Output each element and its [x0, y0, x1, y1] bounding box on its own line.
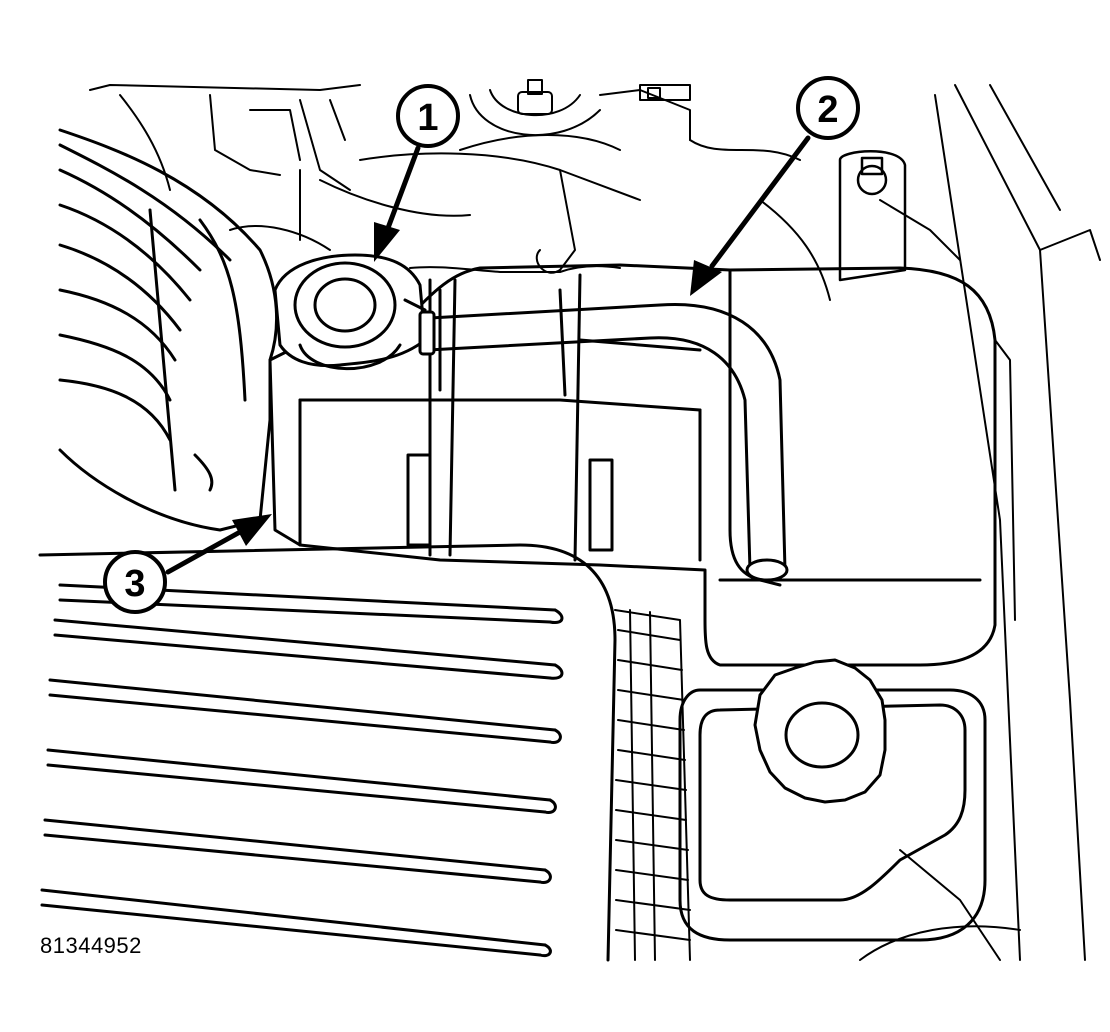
washer-reservoir-cap	[753, 658, 887, 804]
reservoir-mounting-bracket	[838, 150, 907, 282]
callout-2-leader	[709, 135, 811, 269]
callout-arrowheads	[232, 222, 722, 546]
callout-3: 3	[103, 550, 167, 614]
callout-2-arrowhead	[690, 260, 722, 296]
air-cleaner-housing	[38, 543, 617, 962]
callout-leaders	[165, 135, 811, 575]
overflow-hose	[418, 302, 789, 582]
callout-1-arrowhead	[374, 222, 400, 262]
callout-2-number: 2	[817, 89, 838, 131]
callout-3-arrowhead	[232, 514, 272, 546]
reservoir-pressure-cap	[273, 253, 427, 371]
reservoir-top-seam	[409, 265, 621, 273]
callout-3-leader	[165, 529, 243, 575]
callout-3-number: 3	[124, 563, 145, 605]
callout-1: 1	[396, 84, 460, 148]
callout-1-number: 1	[417, 97, 438, 139]
right-side-panel	[859, 339, 1021, 961]
top-mount-bolts	[469, 79, 691, 137]
washer-fluid-reservoir	[678, 688, 987, 942]
radiator-fins	[614, 609, 691, 961]
air-intake-hose	[58, 128, 278, 532]
callout-2: 2	[796, 76, 860, 140]
figure-id: 81344952	[40, 933, 142, 958]
callout-1-leader	[385, 145, 421, 231]
